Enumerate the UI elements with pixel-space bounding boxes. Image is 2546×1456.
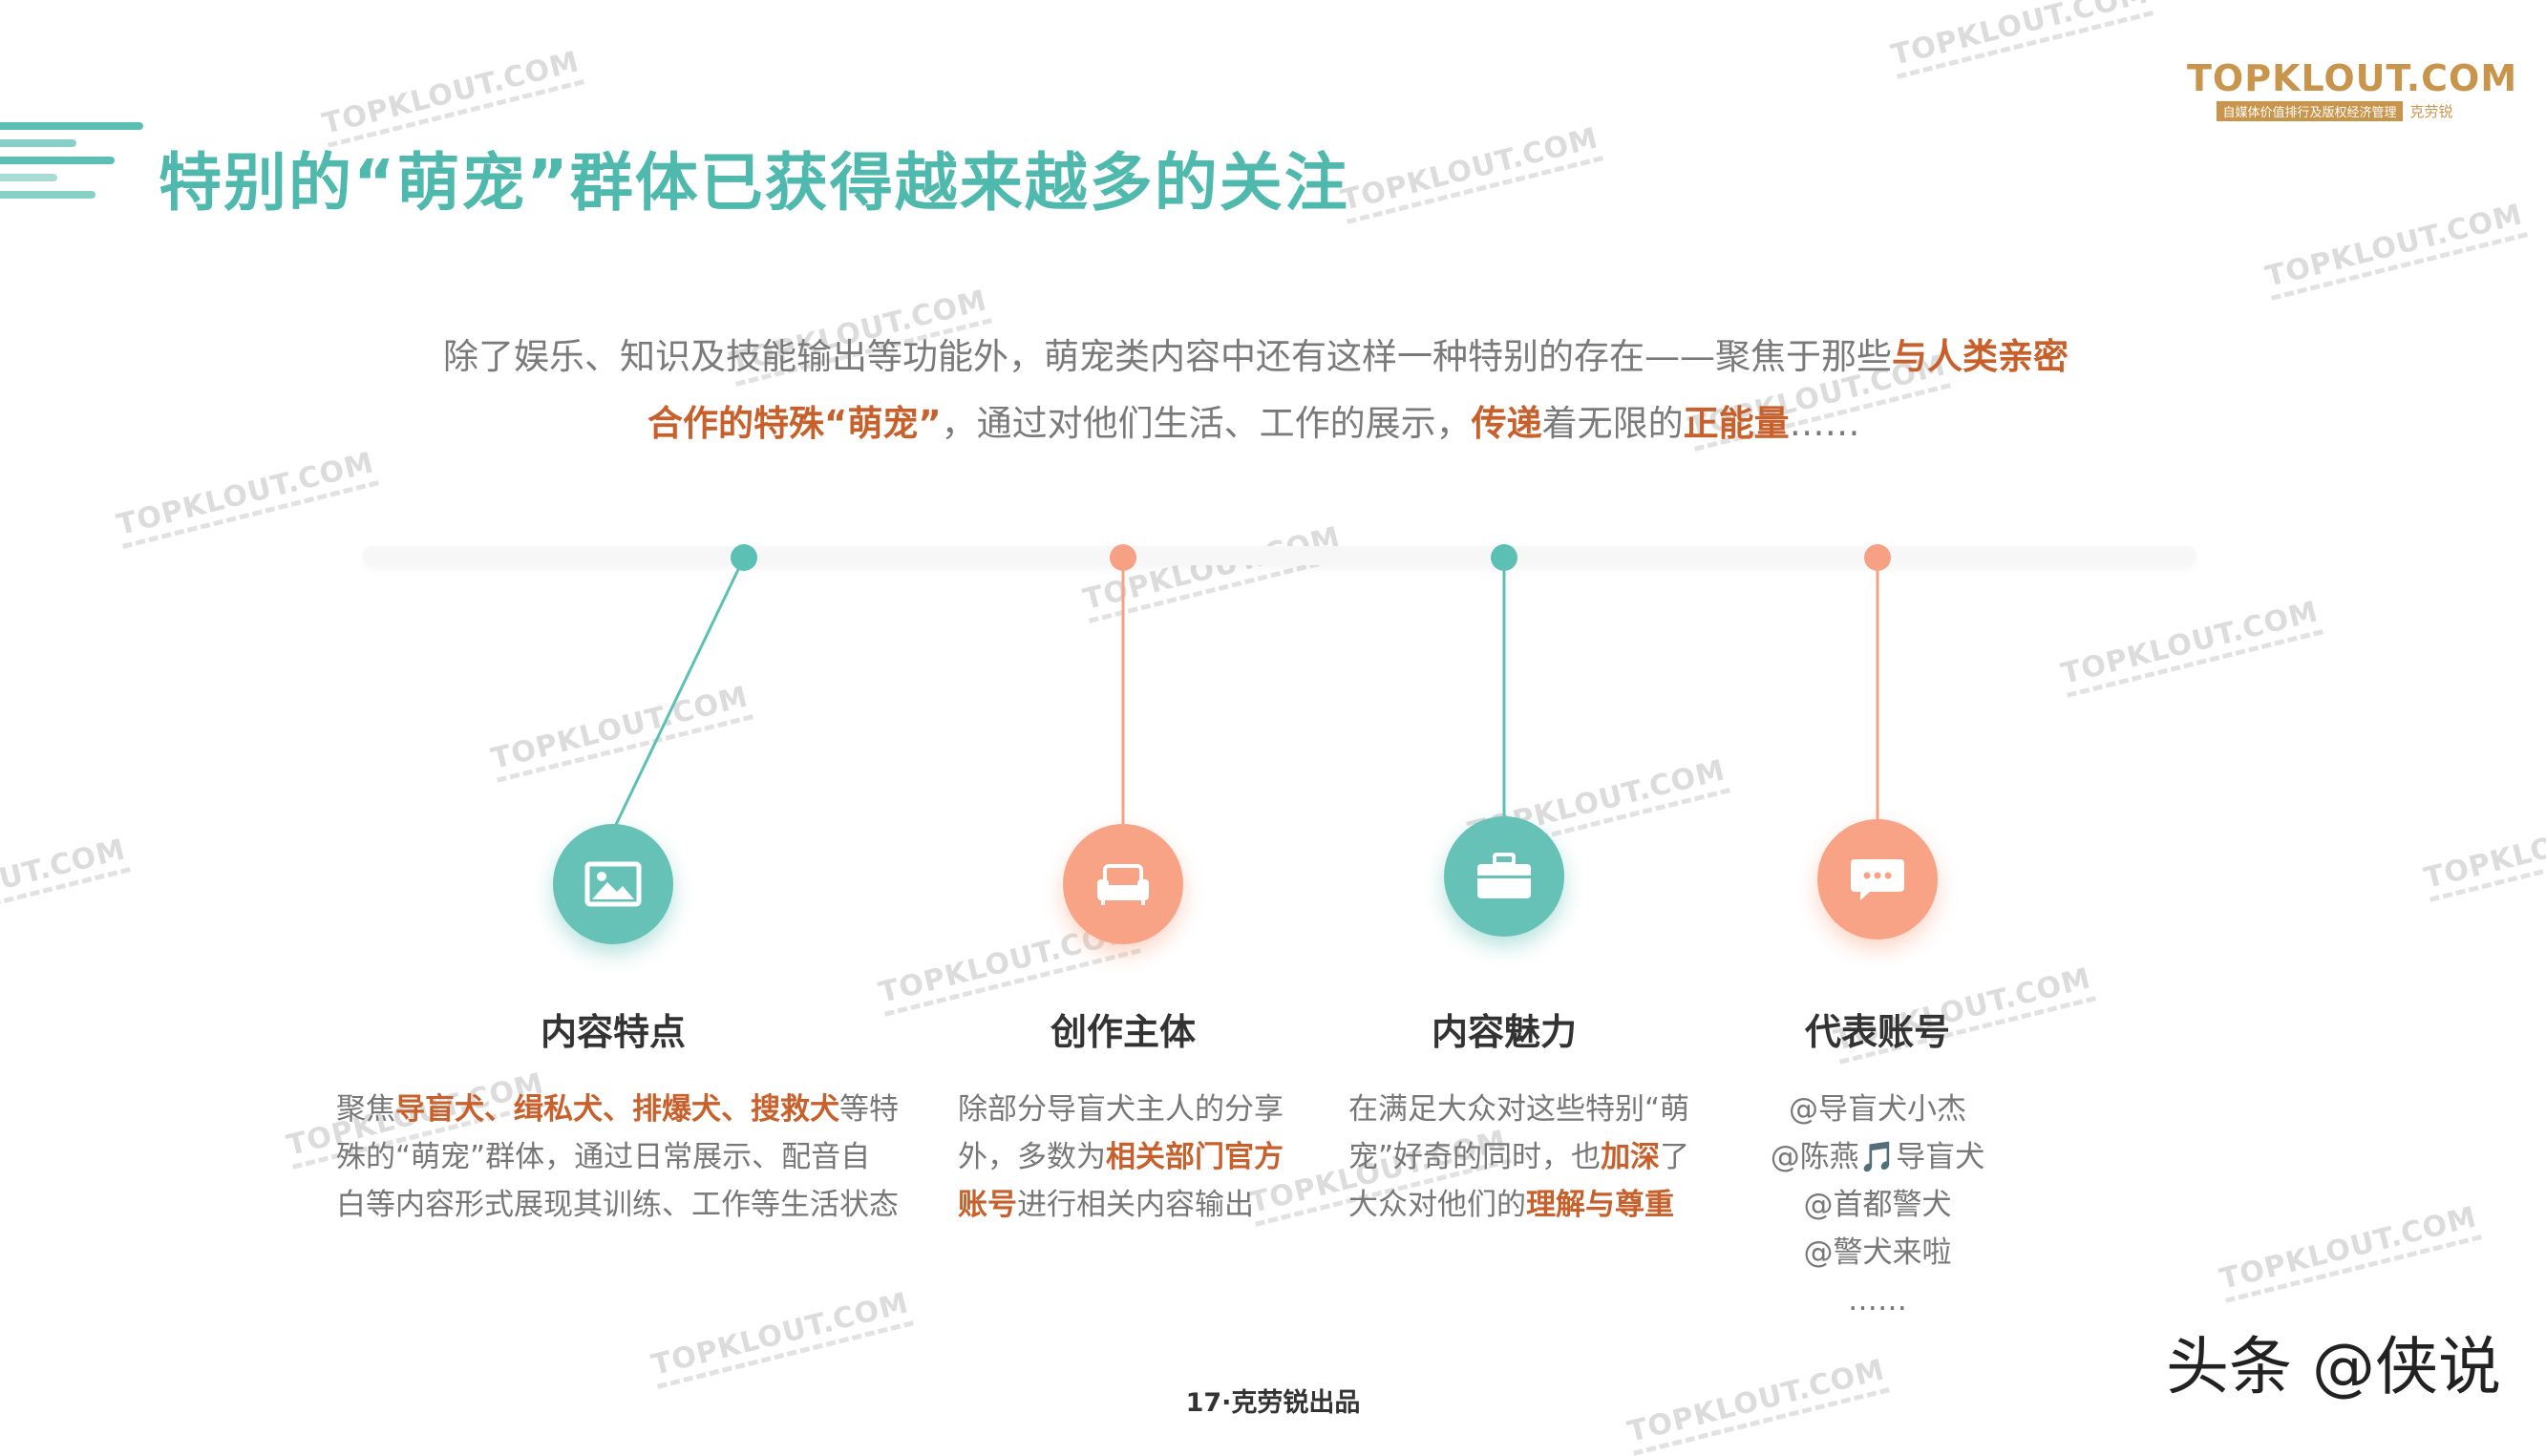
intro-line-1: 除了娱乐、知识及技能输出等功能外，萌宠类内容中还有这样一种特别的存在——聚焦于那…: [443, 334, 2069, 380]
column-title-features: 内容特点: [540, 1011, 686, 1053]
column-title-appeal: 内容魅力: [1431, 1011, 1577, 1053]
connector-line-1: [611, 557, 746, 832]
accounts-circle: [1817, 819, 1938, 939]
text-highlight: 理解与尊重: [1526, 1188, 1674, 1222]
text-line: 白等内容形式展现其训练、工作等生活状态: [336, 1188, 899, 1222]
logo-cn-name: 克劳锐: [2409, 103, 2453, 120]
column-title-accounts: 代表账号: [1804, 1011, 1950, 1053]
header-stripe: [0, 122, 143, 130]
text-line: 聚焦导盲犬、缉私犬、排爆犬、搜救犬等特: [336, 1086, 899, 1133]
page-title: 特别的“萌宠”群体已获得越来越多的关注: [159, 146, 1349, 220]
sofa-icon: [1097, 864, 1149, 905]
source-byline: 头条 @侠说: [2166, 1330, 2501, 1403]
text-line: 殊的“萌宠”群体，通过日常展示、配音自: [336, 1140, 871, 1174]
text-highlight: 加深: [1601, 1140, 1661, 1174]
intro-text: 着无限的: [1541, 403, 1684, 444]
text-line: 大众对他们的理解与尊重: [1348, 1181, 1689, 1229]
content-appeal-circle: [1444, 816, 1564, 937]
text-highlight: 导盲犬、缉私犬、排爆犬、搜救犬: [395, 1092, 839, 1127]
timeline-dot-1: [731, 544, 757, 571]
column-text-creators: 除部分导盲犬主人的分享 外，多数为相关部门官方 账号进行相关内容输出: [958, 1086, 1284, 1229]
logo-tagline: 自媒体价值排行及版权经济管理: [2217, 101, 2403, 121]
text-line: 在满足大众对这些特别“萌: [1348, 1092, 1690, 1127]
account-item: @警犬来啦: [1803, 1235, 1952, 1270]
intro-text: ，通过对他们生活、工作的展示，: [941, 403, 1472, 444]
timeline-bar: [363, 546, 2196, 565]
intro-text: 除了娱乐、知识及技能输出等功能外，萌宠类内容中还有这样一种特别的存在——聚焦于那…: [443, 336, 1892, 377]
header-stripe: [0, 139, 76, 147]
briefcase-icon: [1477, 853, 1531, 898]
text-span: 宠”好奇的同时，也: [1348, 1140, 1602, 1174]
brand-logo: TOPKLOUT.COM 自媒体价值排行及版权经济管理 克劳锐: [2187, 57, 2518, 121]
timeline-dot-2: [1110, 544, 1136, 571]
header-stripe: [0, 174, 57, 181]
column-title-creators: 创作主体: [1050, 1011, 1196, 1053]
account-item: @陈燕🎵导盲犬: [1770, 1140, 1985, 1174]
timeline-dot-4: [1864, 544, 1891, 571]
image-icon: [584, 861, 642, 907]
text-line: 宠”好奇的同时，也加深了: [1348, 1133, 1689, 1181]
text-span: 外，多数为: [958, 1140, 1106, 1174]
text-line: 外，多数为相关部门官方: [958, 1133, 1284, 1181]
intro-highlight: 合作的特殊“萌宠”: [647, 403, 942, 444]
text-line: 除部分导盲犬主人的分享: [958, 1092, 1284, 1127]
account-item: @首都警犬: [1803, 1188, 1952, 1222]
text-line: 账号进行相关内容输出: [958, 1181, 1284, 1229]
intro-highlight: 正能量: [1683, 403, 1790, 444]
text-span: 了: [1660, 1140, 1690, 1174]
column-text-features: 聚焦导盲犬、缉私犬、排爆犬、搜救犬等特 殊的“萌宠”群体，通过日常展示、配音自 …: [336, 1086, 899, 1229]
logo-subline: 自媒体价值排行及版权经济管理 克劳锐: [2187, 101, 2483, 121]
timeline-dot-3: [1491, 544, 1517, 571]
column-text-accounts: @导盲犬小杰 @陈燕🎵导盲犬 @首都警犬 @警犬来啦 ……: [1734, 1086, 2021, 1324]
page-number: 17·克劳锐出品: [1185, 1388, 1361, 1418]
intro-text: ……: [1789, 403, 1860, 444]
text-span: 等特: [839, 1092, 899, 1127]
header-stripe: [0, 191, 95, 199]
account-item: @导盲犬小杰: [1789, 1092, 1966, 1127]
chat-bubble-icon: [1851, 859, 1904, 900]
text-span: 进行相关内容输出: [1017, 1188, 1254, 1222]
logo-wordmark: TOPKLOUT.COM: [2187, 57, 2518, 99]
creators-circle: [1063, 824, 1183, 944]
text-highlight: 相关部门官方: [1106, 1140, 1284, 1174]
text-highlight: 账号: [958, 1188, 1017, 1222]
header-stripe: [0, 157, 115, 164]
text-span: 聚焦: [336, 1092, 395, 1127]
content-features-circle: [553, 824, 673, 944]
account-ellipsis: ……: [1848, 1283, 1907, 1318]
intro-highlight: 与人类亲密: [1892, 336, 2069, 377]
intro-highlight: 传递: [1471, 403, 1542, 444]
text-span: 大众对他们的: [1348, 1188, 1526, 1222]
intro-line-2: 合作的特殊“萌宠”，通过对他们生活、工作的展示，传递着无限的正能量……: [647, 401, 1860, 447]
column-text-appeal: 在满足大众对这些特别“萌 宠”好奇的同时，也加深了 大众对他们的理解与尊重: [1348, 1086, 1689, 1229]
